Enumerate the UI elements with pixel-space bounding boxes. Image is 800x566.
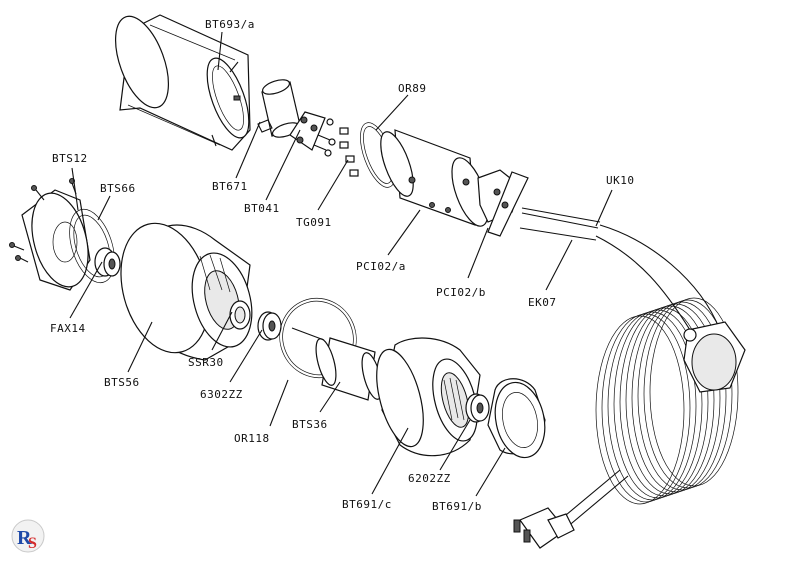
label-bt691b: BT691/b <box>432 500 482 513</box>
label-tg091: TG091 <box>296 216 332 229</box>
label-bt671: BT671 <box>212 180 248 193</box>
part-ssr30 <box>229 300 251 330</box>
label-ek07: EK07 <box>528 296 557 309</box>
label-bts12: BTS12 <box>52 152 88 165</box>
part-cable-coil <box>513 297 746 549</box>
part-bts66 <box>69 208 115 284</box>
part-fax14 <box>94 247 121 277</box>
part-6302zz <box>257 311 282 341</box>
part-bts56 <box>120 222 253 361</box>
label-bt041: BT041 <box>244 202 280 215</box>
part-labels: BT693/a BT671 BT041 OR89 TG091 PCI02/a P… <box>50 18 635 513</box>
svg-text:R: R <box>17 527 32 549</box>
label-fax14: FAX14 <box>50 322 86 335</box>
part-tg091 <box>339 127 359 177</box>
label-ssr30: SSR30 <box>188 356 224 369</box>
part-cables <box>519 207 721 331</box>
label-uk10: UK10 <box>606 174 635 187</box>
label-pci02b: PCI02/b <box>436 286 486 299</box>
svg-text:S: S <box>28 535 37 552</box>
part-pci02b <box>477 169 529 237</box>
part-bt693a <box>115 14 251 151</box>
part-bts12 <box>9 178 91 291</box>
part-bt691c <box>376 337 481 457</box>
label-6302zz: 6302ZZ <box>200 388 243 401</box>
label-or89: OR89 <box>398 82 427 95</box>
label-6202zz: 6202ZZ <box>408 472 451 485</box>
label-bts36: BTS36 <box>292 418 328 431</box>
label-bts66: BTS66 <box>100 182 136 195</box>
part-bt691b <box>487 378 546 459</box>
label-or118: OR118 <box>234 432 270 445</box>
part-6202zz <box>465 393 490 423</box>
rs-logo: R S <box>11 519 45 553</box>
leader-lines <box>69 31 613 497</box>
label-bts56: BTS56 <box>104 376 140 389</box>
label-pci02a: PCI02/a <box>356 260 406 273</box>
part-pci02a <box>380 129 489 227</box>
label-bt693a: BT693/a <box>205 18 255 31</box>
part-bt041 <box>289 111 336 157</box>
label-bt691c: BT691/c <box>342 498 392 511</box>
